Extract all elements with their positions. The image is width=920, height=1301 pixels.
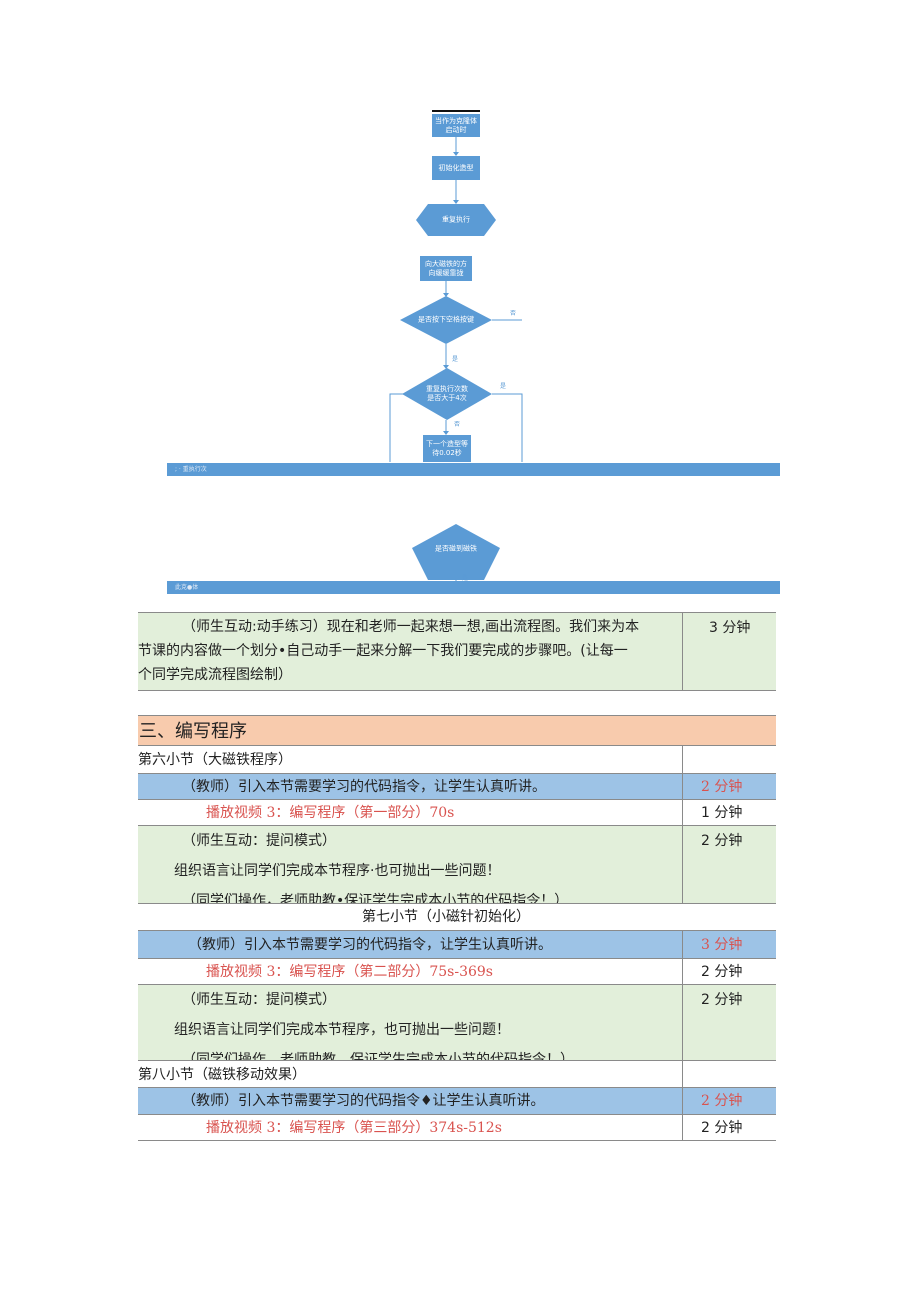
sub7-heading-row: 第七小节（小磁针初始化） [138,903,776,930]
flow-repeat-node: 重复执行 [416,204,496,236]
sub6-inter-line-2: 组织语言让同学们完成本节程序·也可抛出一些问题！ [174,863,501,879]
interaction-row: （师生互动:动手练习）现在和老师一起来想一想,画出流程图。我们来为本 节课的内容… [138,612,776,691]
sub8-heading-time [682,1061,776,1087]
sub7-inter-line-2: 组织语言让同学们完成本节程序，也可抛出一些问题！ [174,1022,510,1038]
sub7-inter-line-1: （师生互动：提问模式） [182,992,336,1008]
interaction-time: 3 分钟 [682,613,776,690]
flow-touch-decision: 是否碰到磁铁 [412,524,500,580]
flow-space-label: 是否按下空格按键 [418,315,474,324]
flow-touch-label: 是否碰到磁铁 [435,544,477,553]
flow-start-node: 当作为克隆体启动时 [432,114,480,137]
sub6-inter-time: 2 分钟 [682,826,776,903]
flow-delete-bar: 此克●体 [167,581,780,594]
flow-move-node: 向大磁铁的方向缓缓靠拢 [420,256,472,281]
interaction-line-3: 个同学完成流程图绘制） [138,667,292,683]
sub6-video-row: 播放视频 3：编写程序（第一部分）70s 1 分钟 [138,799,776,825]
sub7-video-time: 2 分钟 [682,959,776,984]
interaction-text: （师生互动:动手练习）现在和老师一起来想一想,画出流程图。我们来为本 节课的内容… [138,613,682,690]
sub6-heading-time [682,746,776,773]
sub7-teacher-time: 3 分钟 [682,931,776,958]
sub8-heading: 第八小节（磁铁移动效果） [138,1067,306,1083]
sub8-heading-row: 第八小节（磁铁移动效果） [138,1060,776,1087]
flow-no-label-1: 否 [510,310,517,317]
sub6-heading: 第六小节（大磁铁程序） [138,752,292,768]
sub6-video-text: 播放视频 3：编写程序（第一部分）70s [206,805,455,821]
flow-init-node: 初始化造型 [432,156,480,180]
flow-count-decision: 重复执行次数是否大于4次 [402,368,492,420]
section-title: 三、编写程序 [139,721,247,742]
sub6-video-time: 1 分钟 [682,800,776,825]
sub8-video-row: 播放视频 3：编写程序（第三部分）374s-512s 2 分钟 [138,1114,776,1141]
sub8-teacher-text: （教师）引入本节需要学习的代码指令♦让学生认真听讲。 [182,1093,545,1109]
sub7-heading: 第七小节（小磁针初始化） [362,909,530,925]
sub7-teacher-text: （教师）引入本节需要学习的代码指令，让学生认真听讲。 [188,937,552,953]
sub6-teacher-row: （教师）引入本节需要学习的代码指令，让学生认真听讲。 2 分钟 [138,773,776,799]
flowchart-connectors [389,110,523,586]
sub7-teacher-row: （教师）引入本节需要学习的代码指令，让学生认真听讲。 3 分钟 [138,930,776,958]
flow-repeat-label: 重复执行 [442,215,470,224]
interaction-line-1: （师生互动:动手练习）现在和老师一起来想一想,画出流程图。我们来为本 [182,619,640,635]
sub7-interaction-row: （师生互动：提问模式） 组织语言让同学们完成本节程序，也可抛出一些问题！ （同学… [138,984,776,1060]
sub6-teacher-time: 2 分钟 [682,774,776,799]
flow-count-label: 重复执行次数是否大于4次 [426,385,468,402]
flow-yes-label-3: 是 [462,575,469,582]
flow-yes-label-2: 是 [500,383,507,390]
sub8-video-text: 播放视频 3：编写程序（第三部分）374s-512s [206,1120,502,1136]
interaction-line-2: 节课的内容做一个划分•自己动手一起来分解一下我们要完成的步骤吧。(让每一 [138,643,628,659]
sub8-teacher-row: （教师）引入本节需要学习的代码指令♦让学生认真听讲。 2 分钟 [138,1087,776,1114]
flow-no-label-2: 否 [454,421,461,428]
sub6-interaction-row: （师生互动：提问模式） 组织语言让同学们完成本节程序·也可抛出一些问题！ （同学… [138,825,776,903]
flow-loop-bar: ; · 重执行次 [167,463,780,476]
sub6-inter-line-1: （师生互动：提问模式） [182,833,336,849]
sub6-heading-row: 第六小节（大磁铁程序） [138,746,776,773]
sub7-inter-time: 2 分钟 [682,985,776,1060]
sub6-teacher-text: （教师）引入本节需要学习的代码指令，让学生认真听讲。 [182,779,546,795]
sub8-video-time: 2 分钟 [682,1115,776,1140]
sub7-inter-line-3: （同学们操作，老师助教，保证学生完成本小节的代码指令！） [182,1052,574,1060]
sub6-inter-line-3: （同学们操作，老师助教•保证学生完成本小节的代码指令！） [182,893,569,903]
flow-next-shape-node: 下一个造型等待0.02秒 [423,435,471,462]
sub7-video-text: 播放视频 3：编写程序（第二部分）75s-369s [206,964,493,980]
sub7-video-row: 播放视频 3：编写程序（第二部分）75s-369s 2 分钟 [138,958,776,984]
flow-space-decision: 是否按下空格按键 [400,296,492,344]
sub8-teacher-time: 2 分钟 [682,1088,776,1114]
section-header: 三、编写程序 [138,715,776,746]
flow-yes-label-1: 是 [452,356,459,363]
